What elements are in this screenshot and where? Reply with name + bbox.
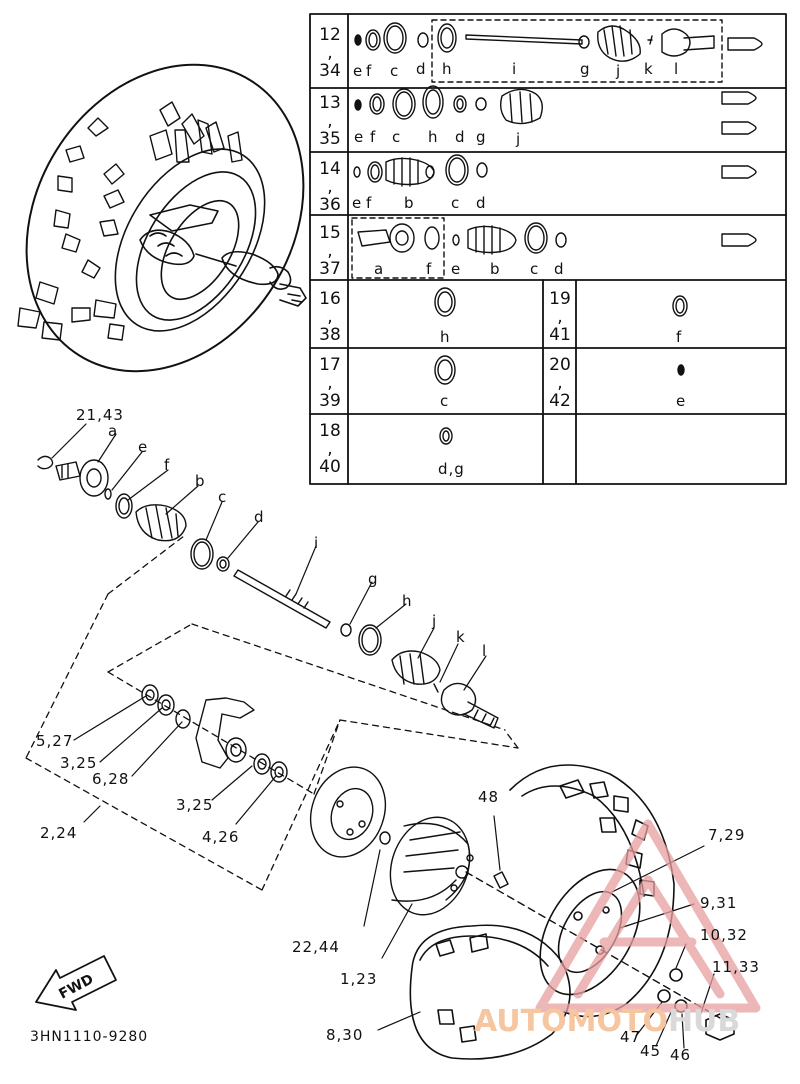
callout-45: 45 (640, 1042, 662, 1060)
hub-assembly (309, 766, 721, 1019)
row-number-16-38: 16,38 (319, 289, 341, 345)
table-dashed-groups (351, 19, 723, 279)
callout-48: 48 (478, 788, 500, 806)
callout-l: l (482, 642, 488, 660)
callout-3-25-a: 3,25 (60, 754, 98, 772)
callout-9-31: 9,31 (700, 894, 738, 912)
row-number-17-39: 17,39 (319, 355, 341, 411)
callout-g: g (368, 570, 379, 588)
fwd-arrow-icon (35, 955, 117, 1011)
callout-46: 46 (670, 1046, 692, 1064)
cell-19-letter: f (676, 328, 683, 346)
row-13-parts (354, 85, 757, 135)
callout-h: h (402, 592, 413, 610)
shaft-assembly (25, 455, 519, 891)
table-cell-parts (434, 287, 688, 445)
callout-b: b (195, 472, 206, 490)
row-15-parts (357, 222, 757, 255)
watermark-logo (535, 819, 761, 1013)
row-number-12-34: 12,34 (319, 25, 341, 81)
callout-7-29: 7,29 (708, 826, 746, 844)
wheel-illustration-top (17, 63, 307, 373)
parts-table (309, 13, 787, 485)
callout-10-32: 10,32 (700, 926, 748, 944)
callout-i: i (314, 534, 320, 552)
callout-4-26: 4,26 (202, 828, 240, 846)
watermark-text: AUTOMOTOHUB (474, 1004, 741, 1039)
callout-11-33: 11,33 (712, 958, 760, 976)
callout-22-44: 22,44 (292, 938, 340, 956)
callout-j: j (432, 612, 438, 630)
row-number-19-41: 19,41 (549, 289, 571, 345)
callout-21-43: 21,43 (76, 406, 124, 424)
callout-f: f (164, 456, 171, 474)
callout-2-24: 2,24 (40, 824, 78, 842)
callout-5-27: 5,27 (36, 732, 74, 750)
callout-47: 47 (620, 1028, 642, 1046)
callout-c: c (218, 488, 228, 506)
row-14-parts (353, 154, 757, 187)
callout-k: k (456, 628, 466, 646)
row-number-18-40: 18,40 (319, 421, 341, 477)
callout-3-25-b: 3,25 (176, 796, 214, 814)
cell-17-letter: c (440, 392, 450, 410)
callout-6-28: 6,28 (92, 770, 130, 788)
row-number-15-37: 15,37 (319, 223, 341, 279)
row-number-20-42: 20,42 (549, 355, 571, 411)
callout-1-23: 1,23 (340, 970, 378, 988)
cell-18-letter: d,g (438, 460, 465, 478)
cell-20-letter: e (676, 392, 687, 410)
cell-16-letter: h (440, 328, 451, 346)
row-number-13-35: 13,35 (319, 93, 341, 149)
callout-e: e (138, 438, 149, 456)
leader-lines (51, 423, 715, 1049)
callout-a: a (108, 422, 119, 440)
row-12-parts (354, 22, 763, 62)
callout-d: d (254, 508, 265, 526)
callout-8-30: 8,30 (326, 1026, 364, 1044)
row-number-14-36: 14,36 (319, 159, 341, 215)
diagram-code: 3HN1110-9280 (30, 1029, 149, 1045)
